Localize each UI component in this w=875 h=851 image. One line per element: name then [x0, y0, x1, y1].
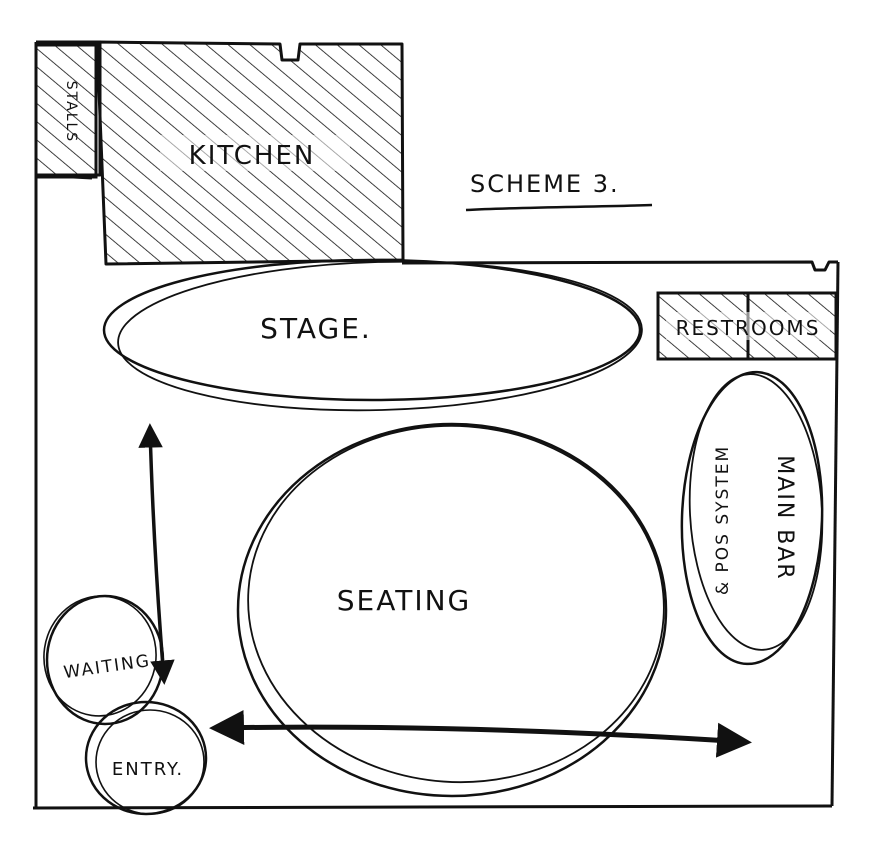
entry-label: ENTRY.: [112, 759, 184, 780]
waiting-label: WAITING: [62, 651, 152, 683]
seating-area: SEATING: [236, 422, 668, 798]
scheme-title-text: SCHEME 3.: [470, 170, 620, 198]
entry-area: ENTRY.: [84, 700, 208, 816]
main-bar-sub-label: & POS SYSTEM: [713, 445, 733, 595]
stalls-room: STALLS: [34, 43, 98, 179]
kitchen-room: KITCHEN: [95, 40, 405, 266]
horizontal-circulation-arrow: [209, 709, 752, 758]
stage-label: STAGE.: [260, 312, 372, 345]
main-bar-area: MAIN BAR & POS SYSTEM: [680, 370, 824, 666]
main-bar-label: MAIN BAR: [772, 455, 797, 580]
seating-label: SEATING: [337, 584, 471, 617]
stalls-label: STALLS: [63, 81, 79, 143]
vertical-circulation-arrow: [138, 423, 175, 685]
waiting-area: WAITING: [43, 594, 165, 726]
stage-area: STAGE.: [102, 258, 643, 412]
restrooms-room: RESTROOMS: [656, 291, 838, 361]
scheme-title: SCHEME 3.: [465, 170, 653, 212]
restrooms-label: RESTROOMS: [676, 316, 821, 340]
kitchen-label: KITCHEN: [189, 141, 316, 171]
